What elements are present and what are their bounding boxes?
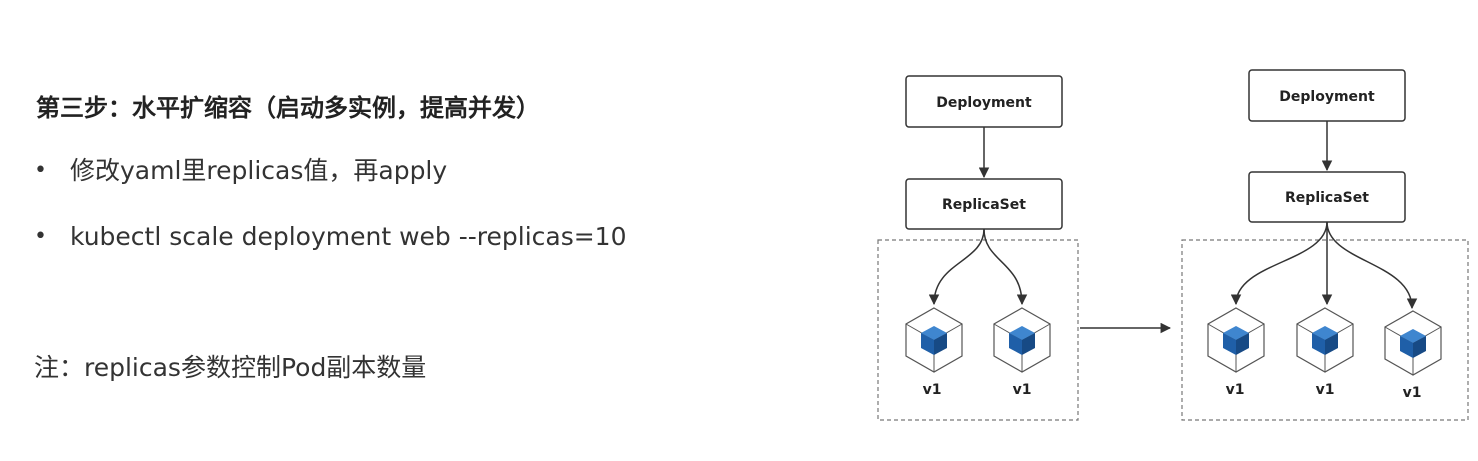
replicaset-label: ReplicaSet <box>942 197 1026 213</box>
step-heading: 第三步：水平扩缩容（启动多实例，提高并发） <box>36 94 540 122</box>
deployment-label: Deployment <box>936 95 1032 111</box>
bullet-marker: • <box>34 224 47 249</box>
bullet-text: kubectl scale deployment web --replicas=… <box>70 222 627 251</box>
replicaset-to-pod-arrow <box>1230 221 1328 306</box>
deployment-label: Deployment <box>1279 89 1375 105</box>
note-text: 注：replicas参数控制Pod副本数量 <box>34 353 427 382</box>
bullet-text: 修改yaml里replicas值，再apply <box>70 156 448 185</box>
pod-cube-icon <box>905 307 963 373</box>
pod-version-label: v1 <box>1226 382 1245 398</box>
pod-group-border <box>877 239 1079 421</box>
pod-version-label: v1 <box>923 382 942 398</box>
replicaset-to-pod-arrow <box>1326 221 1418 310</box>
bullet-list: • 修改yaml里replicas值，再apply • kubectl scal… <box>32 152 627 284</box>
replicaset-to-pod-arrow <box>983 228 1028 306</box>
replicaset-label: ReplicaSet <box>1285 190 1369 206</box>
bullet-item: • 修改yaml里replicas值，再apply <box>32 152 627 218</box>
pod-group-border <box>1181 239 1469 421</box>
pod-version-label: v1 <box>1013 382 1032 398</box>
after-group: Deployment ReplicaSet v1 v1 v1 <box>1181 69 1469 421</box>
pod-version-label: v1 <box>1316 382 1335 398</box>
pod-cube-icon <box>1296 307 1354 373</box>
pod-cube-icon <box>993 307 1051 373</box>
before-group: Deployment ReplicaSet v1 v1 <box>877 75 1079 421</box>
bullet-item: • kubectl scale deployment web --replica… <box>32 218 627 284</box>
bullet-marker: • <box>34 158 47 183</box>
pod-cube-icon <box>1384 310 1442 376</box>
pod-version-label: v1 <box>1403 385 1422 401</box>
pod-cube-icon <box>1207 307 1265 373</box>
replicaset-to-pod-arrow <box>928 228 985 306</box>
